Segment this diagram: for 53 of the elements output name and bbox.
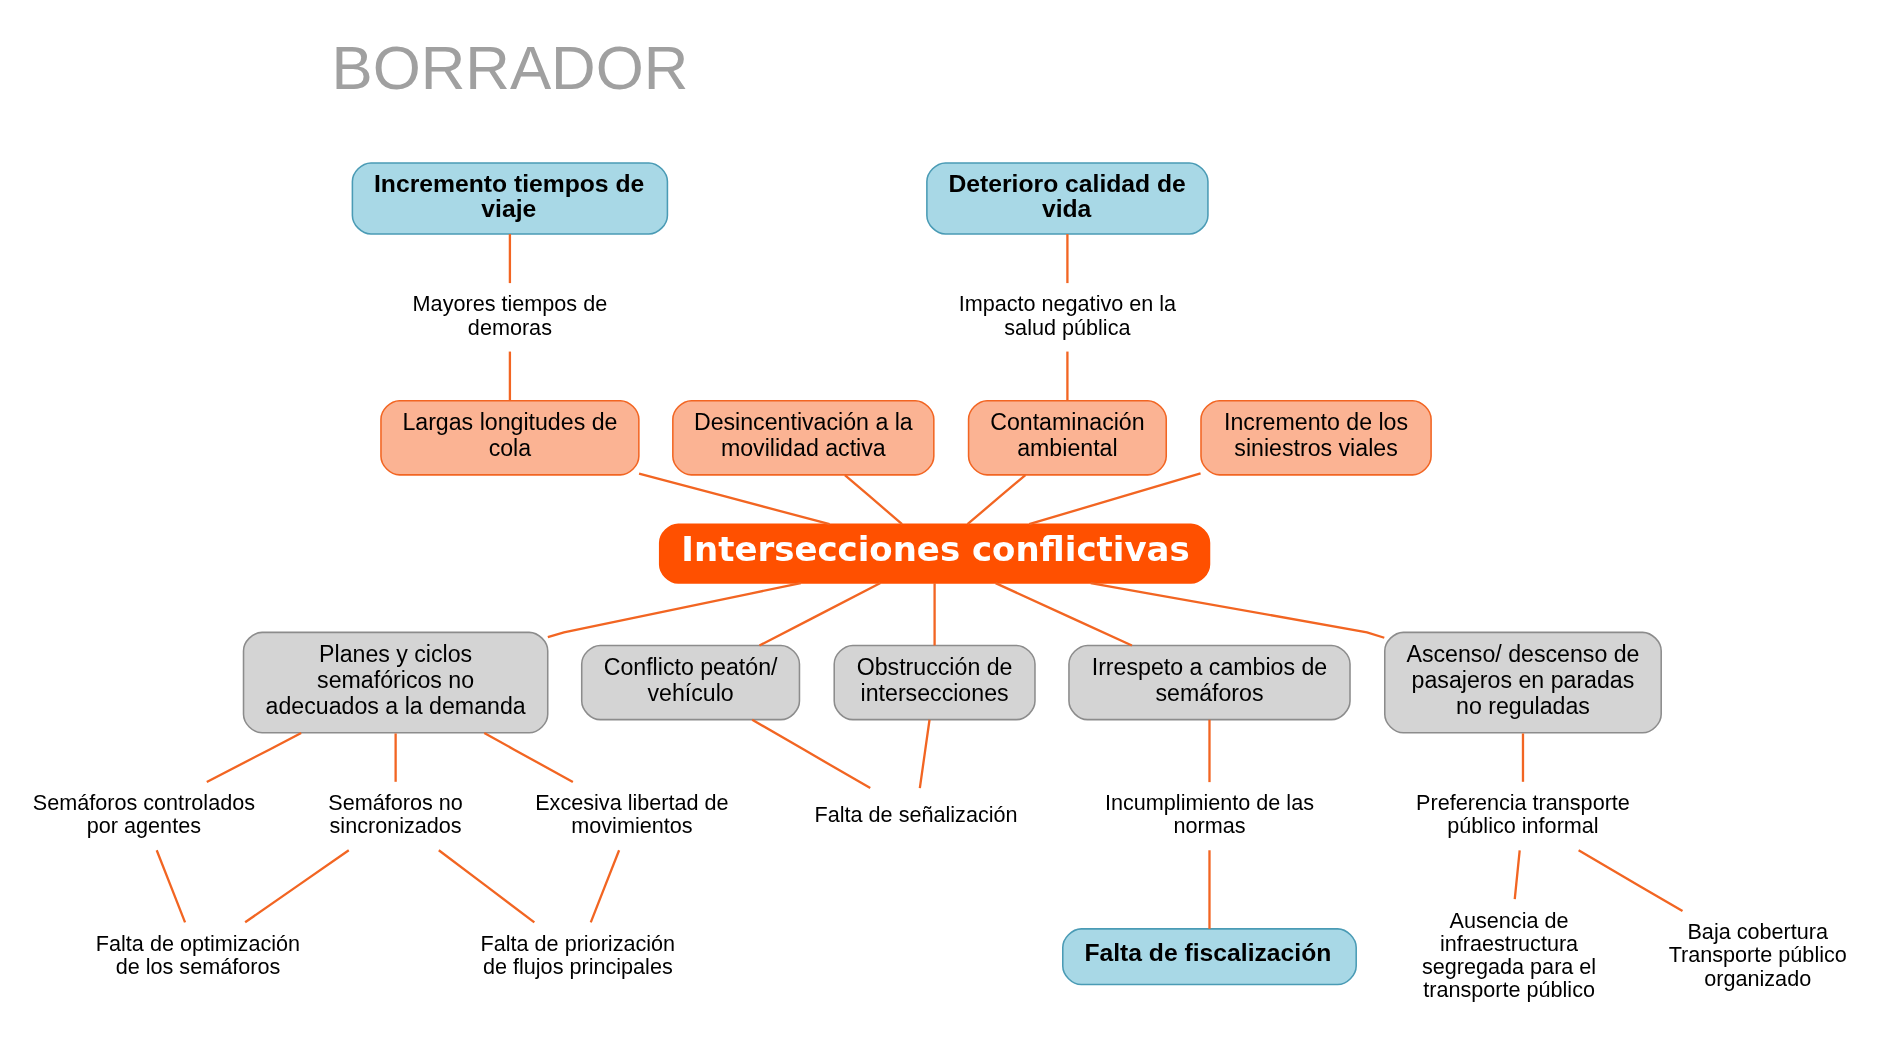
node-text: Incumplimiento de las normas bbox=[1104, 789, 1314, 838]
connector bbox=[1578, 848, 1684, 912]
connector bbox=[1208, 719, 1211, 782]
connector bbox=[1513, 849, 1521, 899]
node-box: Deterioro calidad de vida bbox=[926, 161, 1209, 235]
node-box: Irrespeto a cambios de semáforos bbox=[1068, 644, 1351, 720]
node-text: Mayores tiempos de demoras bbox=[412, 290, 608, 340]
connector bbox=[155, 849, 187, 923]
connector bbox=[995, 581, 1133, 647]
connector bbox=[844, 473, 903, 525]
connector bbox=[918, 719, 931, 788]
node-text: Semáforos controlados por agentes bbox=[32, 789, 256, 838]
connector bbox=[244, 848, 350, 923]
node-box: Ascenso/ descenso de pasajeros en paradas no reguladas bbox=[1384, 631, 1662, 734]
connector bbox=[508, 233, 512, 283]
node-text: Impacto negativo en la salud pública bbox=[958, 290, 1177, 340]
node-box: Conflicto peatón/ vehículo bbox=[580, 644, 801, 720]
node-text: Excesiva libertad de movimientos bbox=[535, 789, 729, 838]
node-text: Falta de señalización bbox=[814, 801, 1018, 827]
node-text: Semáforos no sincronizados bbox=[328, 789, 463, 838]
connector bbox=[547, 581, 801, 638]
connector bbox=[1028, 471, 1201, 525]
connector bbox=[1066, 233, 1069, 283]
node-box: Planes y ciclos semafóricos no adecuados a la demanda bbox=[242, 631, 549, 734]
connector bbox=[438, 848, 536, 923]
connector bbox=[751, 718, 871, 789]
node-box: Intersecciones conflictivas bbox=[658, 523, 1211, 584]
node-box: Desincentivación a la movilidad activa bbox=[672, 399, 935, 476]
node-box: Incremento tiempos de viaje bbox=[351, 161, 669, 235]
connector bbox=[483, 731, 574, 783]
node-box: Falta de fiscalización bbox=[1062, 927, 1357, 985]
node-box: Largas longitudes de cola bbox=[380, 399, 640, 476]
connector bbox=[589, 849, 621, 923]
connector bbox=[758, 581, 881, 647]
node-text: Falta de priorización de flujos principales bbox=[480, 930, 676, 979]
node-text: Preferencia transporte público informal bbox=[1416, 789, 1630, 838]
node-box: Contaminación ambiental bbox=[967, 399, 1167, 476]
node-box: Incremento de los siniestros viales bbox=[1200, 399, 1432, 476]
node-text: Ausencia de infraestructura segregada para el transporte público bbox=[1421, 907, 1597, 1002]
label: BORRADOR bbox=[331, 32, 689, 102]
node-text: Falta de optimización de los semáforos bbox=[95, 930, 301, 979]
connector bbox=[966, 473, 1027, 525]
connector bbox=[508, 351, 512, 400]
connector bbox=[1066, 351, 1069, 400]
connector bbox=[1208, 849, 1211, 929]
connector bbox=[206, 731, 302, 783]
connector bbox=[933, 582, 936, 645]
node-box: Obstrucción de intersecciones bbox=[833, 644, 1036, 720]
connector bbox=[638, 472, 830, 525]
connector bbox=[394, 732, 397, 782]
node-text: Baja cobertura Transporte público organizado bbox=[1668, 918, 1847, 991]
connector bbox=[1521, 732, 1525, 782]
connector bbox=[1090, 581, 1385, 639]
